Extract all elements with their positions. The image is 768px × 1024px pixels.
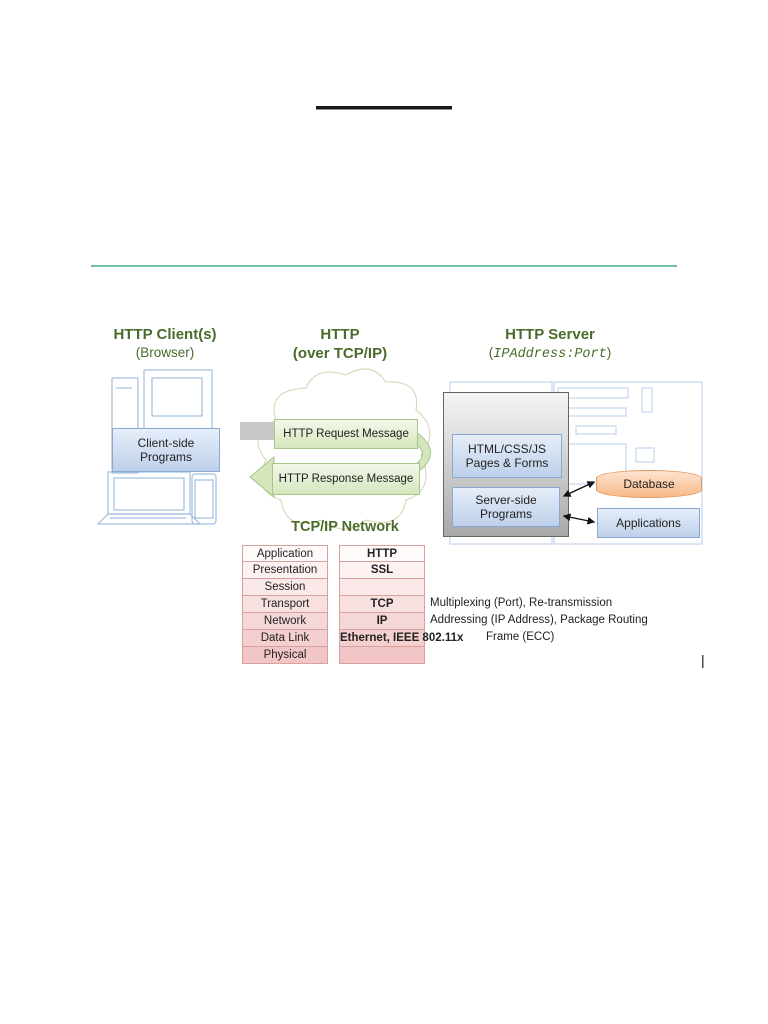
- pages-line2: Pages & Forms: [465, 456, 549, 470]
- osi-layer-row: Application: [242, 545, 328, 562]
- datalink-note: Frame (ECC): [486, 631, 555, 643]
- applications-box: Applications: [597, 508, 700, 538]
- html-css-js-pages: HTML/CSS/JS Pages & Forms: [452, 434, 562, 478]
- protocol-row: [339, 579, 425, 596]
- protocol-row: IP: [339, 613, 425, 630]
- protocol-row: HTTP: [339, 545, 425, 562]
- server-subtitle: (IPAddress:Port): [460, 345, 640, 362]
- protocol-row: [339, 647, 425, 664]
- server-subtitle-sep: :: [566, 347, 575, 362]
- server-subtitle-open: (: [488, 345, 494, 360]
- database-cylinder: Database: [596, 470, 702, 498]
- network-subtitle: (over TCP/IP): [292, 345, 388, 362]
- osi-layer-row: Session: [242, 579, 328, 596]
- client-title: HTTP Client(s): [113, 326, 217, 343]
- section-divider: [91, 265, 677, 267]
- transport-note: Multiplexing (Port), Re-transmission: [430, 597, 613, 609]
- server-side-programs: Server-side Programs: [452, 487, 560, 527]
- tcp-ip-network-label: TCP/IP Network: [291, 519, 399, 535]
- client-programs-line1: Client-side: [137, 436, 195, 450]
- osi-layer-row: Network: [242, 613, 328, 630]
- title-underline: [316, 106, 452, 109]
- http-response-message: HTTP Response Message: [272, 463, 420, 495]
- client-side-programs: Client-side Programs: [112, 428, 220, 472]
- client-subtitle: (Browser): [135, 345, 195, 360]
- server-subtitle-close: ): [606, 345, 612, 360]
- http-request-message: HTTP Request Message: [274, 419, 418, 449]
- protocol-row: TCP: [339, 596, 425, 613]
- osi-layer-row: Transport: [242, 596, 328, 613]
- server-programs-line1: Server-side: [475, 493, 537, 507]
- connection-arrows-icon: [562, 481, 596, 525]
- server-title: HTTP Server: [505, 326, 595, 343]
- network-note: Addressing (IP Address), Package Routing: [430, 614, 648, 626]
- server-subtitle-ip: IPAddress: [493, 347, 567, 362]
- server-subtitle-port: Port: [574, 347, 607, 362]
- network-title: HTTP: [320, 326, 360, 343]
- pages-line1: HTML/CSS/JS: [467, 442, 546, 456]
- protocol-row: SSL: [339, 562, 425, 579]
- text-cursor: |: [701, 652, 705, 668]
- server-programs-line2: Programs: [479, 507, 532, 521]
- network-cloud-icon: [240, 368, 431, 530]
- protocol-row: Ethernet, IEEE 802.11x: [339, 630, 463, 647]
- client-programs-line2: Programs: [139, 450, 192, 464]
- osi-layer-row: Data Link: [242, 630, 328, 647]
- osi-layer-row: Physical: [242, 647, 328, 664]
- osi-layer-row: Presentation: [242, 562, 328, 579]
